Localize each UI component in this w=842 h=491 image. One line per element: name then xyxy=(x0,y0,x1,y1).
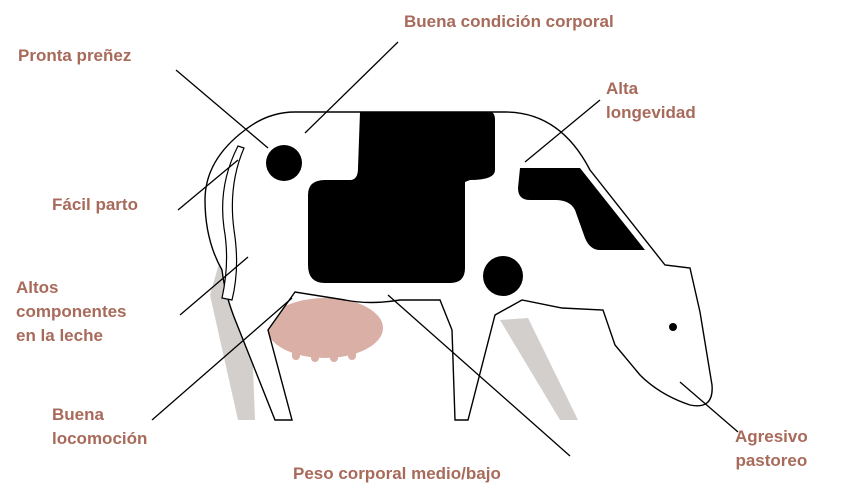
teat xyxy=(348,340,356,360)
label-peso-corporal: Peso corporal medio/bajo xyxy=(293,462,501,486)
teat xyxy=(292,340,300,360)
teat xyxy=(330,342,338,362)
label-line: pastoreo xyxy=(735,451,808,470)
leader-pastoreo xyxy=(679,381,739,433)
spot-hip xyxy=(266,145,302,181)
label-line: Alta xyxy=(606,79,639,98)
label-line: Fácil parto xyxy=(52,195,138,214)
leader-condicion xyxy=(304,41,399,134)
label-line: Peso corporal medio/bajo xyxy=(293,464,501,483)
cow-tail xyxy=(221,145,245,301)
far-front-leg xyxy=(500,318,578,420)
label-agresivo-pastoreo: Agresivo pastoreo xyxy=(735,425,808,473)
leader-longevidad xyxy=(524,99,601,163)
label-buena-condicion: Buena condición corporal xyxy=(404,10,614,34)
teat xyxy=(311,342,319,362)
leader-prenez xyxy=(175,69,269,149)
spot-shoulder xyxy=(518,168,645,250)
label-altos-componentes: Altos componentes en la leche xyxy=(16,276,127,348)
label-line: Agresivo xyxy=(735,427,808,446)
cow-eye xyxy=(669,323,677,331)
label-line: componentes xyxy=(16,302,127,321)
leader-peso xyxy=(387,294,571,457)
label-line: Altos xyxy=(16,278,59,297)
label-buena-locomocion: Buena locomoción xyxy=(52,403,147,451)
label-line: Buena xyxy=(52,405,104,424)
label-line: en la leche xyxy=(16,326,103,345)
label-line: Pronta preñez xyxy=(18,46,132,65)
spot-belly xyxy=(483,256,523,296)
label-facil-parto: Fácil parto xyxy=(52,193,138,217)
spot-large xyxy=(308,112,495,283)
leader-parto xyxy=(177,159,239,211)
leader-locomocion xyxy=(151,297,293,421)
label-line: Buena condición corporal xyxy=(404,12,614,31)
label-line: locomoción xyxy=(52,429,148,448)
label-pronta-prenez: Pronta preñez xyxy=(18,44,131,68)
leader-componentes xyxy=(179,256,249,316)
label-line: longevidad xyxy=(606,103,696,122)
label-alta-longevidad: Alta longevidad xyxy=(606,77,696,125)
